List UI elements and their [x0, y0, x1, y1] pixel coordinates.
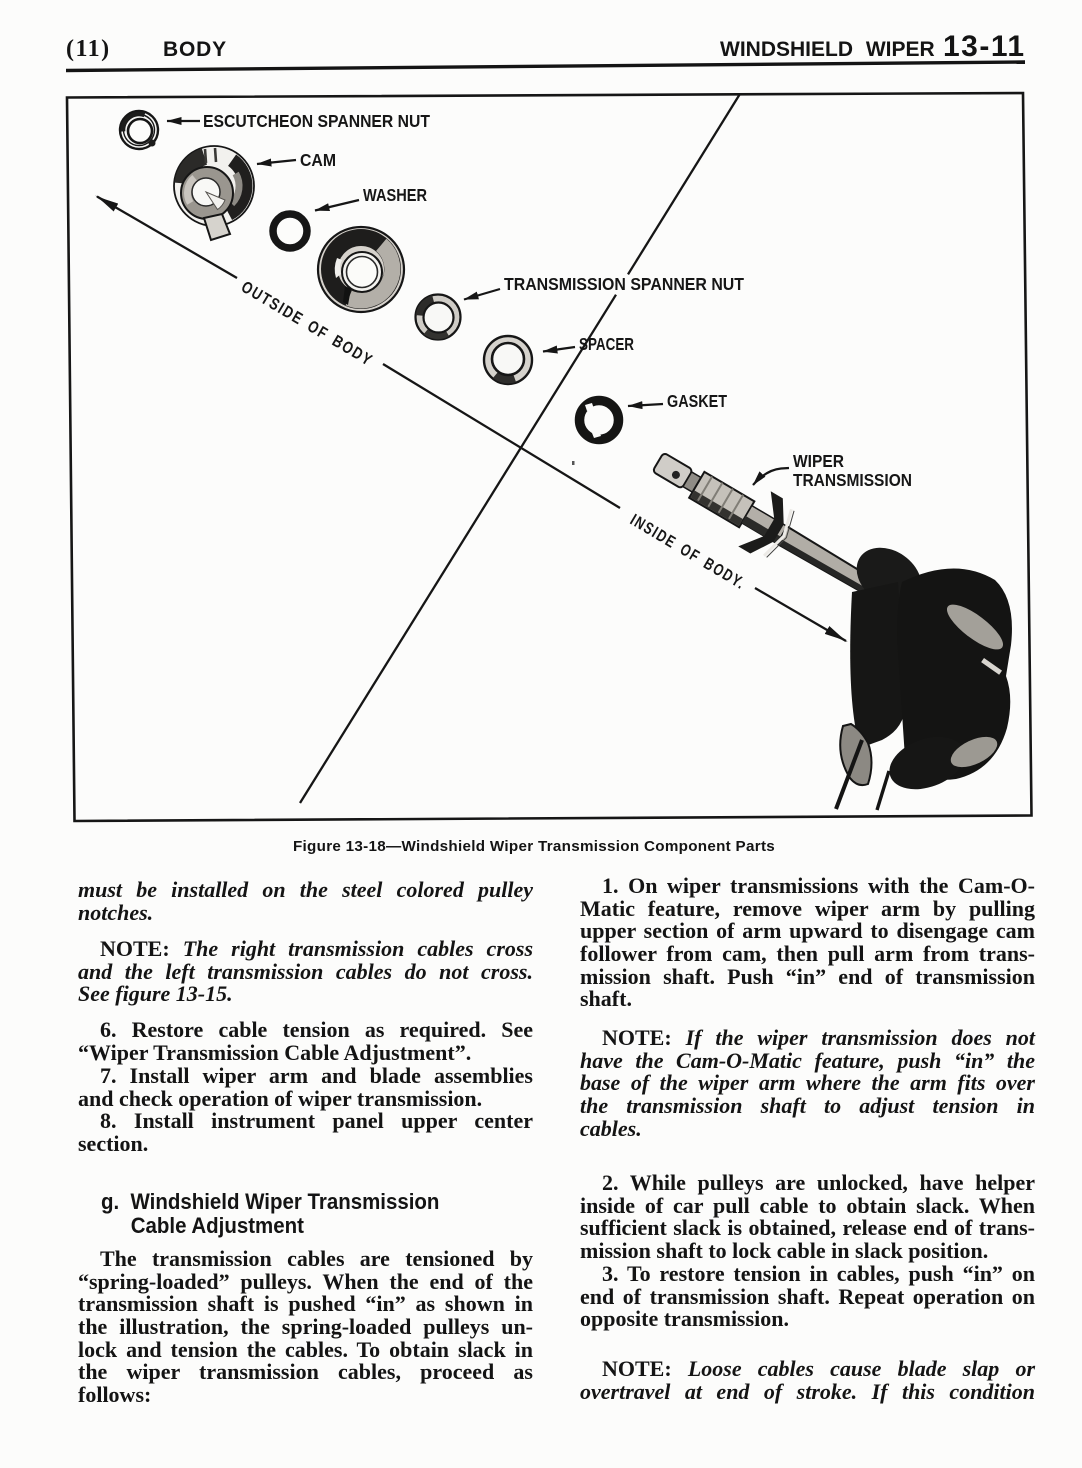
svg-text:WASHER: WASHER: [363, 185, 427, 205]
svg-text:GASKET: GASKET: [667, 391, 727, 411]
svg-text:TRANSMISSION: TRANSMISSION: [793, 470, 912, 490]
svg-text:TRANSMISSION SPANNER NUT: TRANSMISSION SPANNER NUT: [504, 274, 744, 294]
svg-text:SPACER: SPACER: [579, 334, 634, 354]
svg-text:WIPER: WIPER: [793, 451, 844, 471]
svg-text:ESCUTCHEON SPANNER NUT: ESCUTCHEON SPANNER NUT: [203, 111, 430, 131]
svg-text:CAM: CAM: [300, 150, 336, 170]
